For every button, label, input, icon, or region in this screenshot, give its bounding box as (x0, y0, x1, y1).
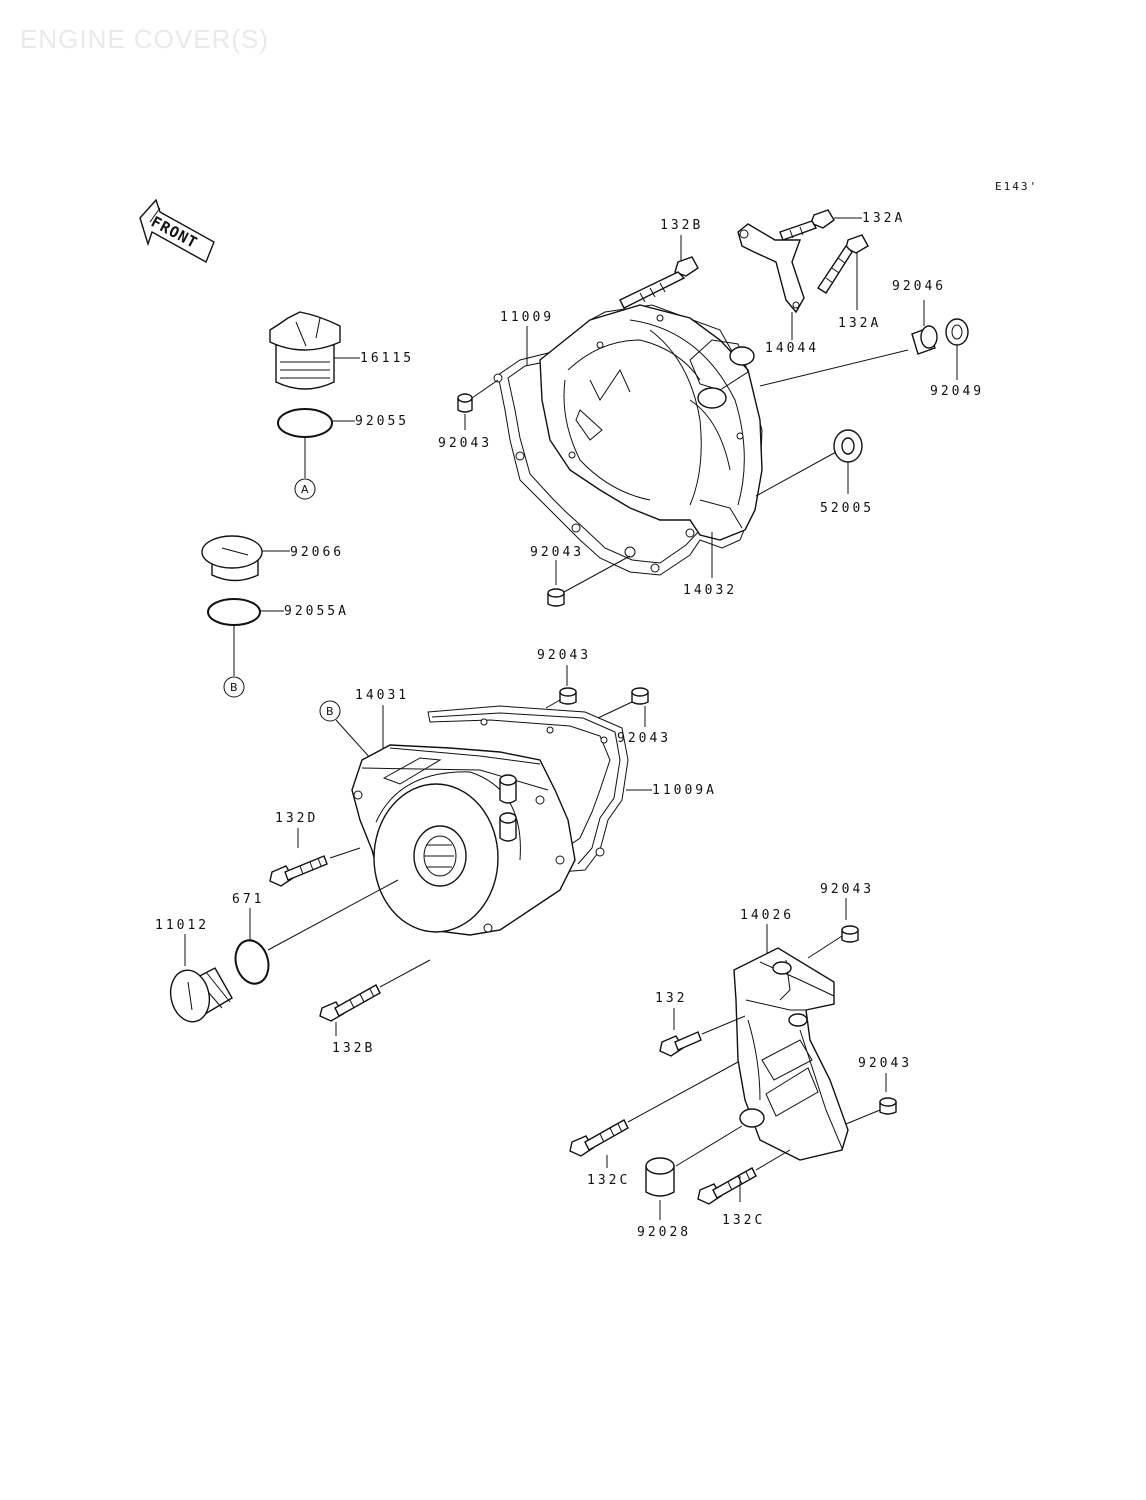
label-14044: 14044 (765, 341, 819, 356)
dowel-pin-92043-6 (845, 1097, 897, 1125)
label-92043-3: 92043 (537, 648, 591, 663)
label-11009: 11009 (500, 310, 554, 325)
needle-bearing-92046 (759, 300, 938, 387)
svg-text:B: B (230, 681, 238, 694)
label-132c-2: 132C (722, 1213, 765, 1228)
label-92043-2: 92043 (530, 545, 584, 560)
label-92028: 92028 (637, 1225, 691, 1240)
bolt-132a-upper (779, 209, 862, 241)
oil-filler-cap-16115 (269, 311, 360, 390)
label-14032: 14032 (683, 583, 737, 598)
label-92066: 92066 (290, 545, 344, 560)
bolt-132c-right (697, 1149, 791, 1205)
label-11009a: 11009A (652, 783, 717, 798)
label-92043-5: 92043 (820, 882, 874, 897)
diagram-code: E143' (995, 180, 1038, 193)
label-132a-2: 132A (838, 316, 881, 331)
bolt-132c-left (569, 1061, 739, 1168)
label-92055: 92055 (355, 414, 409, 429)
label-92043-4: 92043 (617, 731, 671, 746)
bolt-132 (659, 1015, 746, 1057)
label-14026: 14026 (740, 908, 794, 923)
generator-cover-14031 (351, 744, 576, 936)
ref-circle-b-lower: B (223, 676, 245, 698)
page-title: ENGINE COVER(S) (20, 24, 270, 54)
collar-92028 (645, 1125, 743, 1220)
ref-circle-a: A (294, 478, 316, 500)
drain-plug-92066 (201, 535, 290, 582)
svg-text:A: A (301, 483, 309, 496)
label-671: 671 (232, 892, 264, 907)
front-arrow-icon: FRONT (139, 198, 215, 263)
sprocket-cover-14026 (733, 947, 849, 1161)
label-132c-1: 132C (587, 1173, 630, 1188)
label-92043-1: 92043 (438, 436, 492, 451)
front-label: FRONT (148, 213, 201, 252)
label-16115: 16115 (360, 351, 414, 366)
oil-seal-92049 (945, 318, 969, 380)
gasket-11009a (427, 705, 652, 891)
label-92043-6: 92043 (858, 1056, 912, 1071)
label-132b-top: 132B (660, 218, 703, 233)
ref-circle-b-upper: B (319, 700, 391, 781)
oil-seal-52005 (755, 429, 863, 497)
bracket-14044 (737, 223, 805, 340)
timing-plug-11012 (169, 967, 233, 1023)
svg-text:B: B (326, 705, 334, 718)
dowel-pin-92043-3 (545, 665, 577, 709)
label-132a-1: 132A (862, 211, 905, 226)
label-132b-bottom: 132B (332, 1041, 375, 1056)
dowel-pin-92043-5 (807, 925, 859, 959)
dowel-pin-92043-4 (597, 687, 649, 727)
dowel-pin-92043-1 (457, 379, 499, 430)
o-ring-671 (234, 879, 399, 985)
label-11012: 11012 (155, 918, 209, 933)
o-ring-92055 (277, 408, 355, 478)
bolt-132b-top (619, 256, 699, 309)
o-ring-92055a (207, 598, 284, 676)
label-52005: 52005 (820, 501, 874, 516)
label-92046: 92046 (892, 279, 946, 294)
label-14031: 14031 (355, 688, 409, 703)
dowel-pin-92043-2 (547, 555, 631, 607)
label-92055a: 92055A (284, 604, 349, 619)
label-92049: 92049 (930, 384, 984, 399)
label-132: 132 (655, 991, 687, 1006)
bolt-132d (269, 847, 361, 887)
bolt-132b-bottom (319, 959, 431, 1036)
label-132d: 132D (275, 811, 318, 826)
clutch-cover-14032 (539, 304, 763, 578)
bolt-132a-lower (817, 234, 869, 310)
